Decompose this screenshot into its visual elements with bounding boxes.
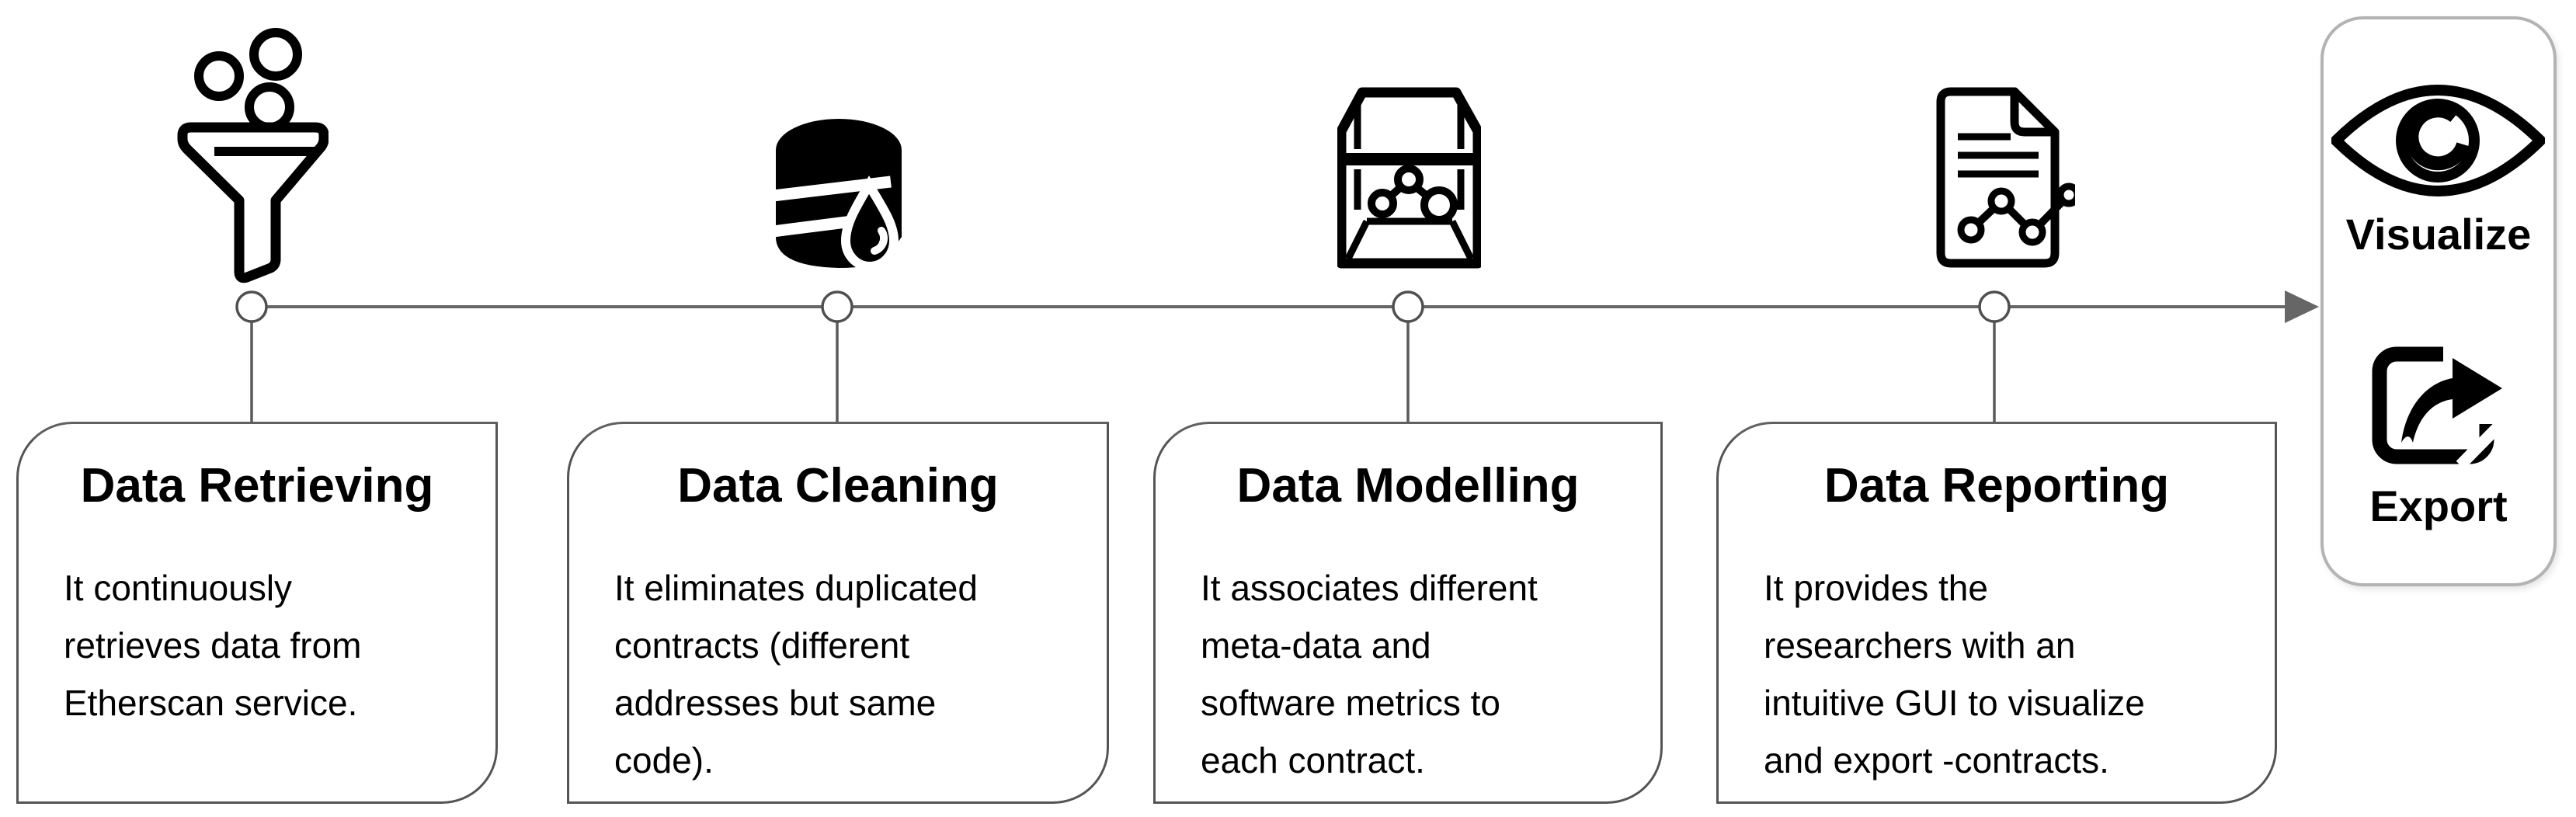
- card-data-cleaning: Data Cleaning It eliminates duplicated c…: [567, 422, 1109, 804]
- card-title: Data Modelling: [1236, 459, 1580, 513]
- card-description: It associates different meta-data and so…: [1201, 568, 1538, 780]
- timeline-node-4: [1978, 290, 2011, 323]
- card-title: Data Reporting: [1823, 459, 2170, 513]
- timeline-node-3: [1392, 290, 1424, 323]
- document-chart-icon: [1936, 87, 2075, 268]
- card-data-retrieving: Data Retrieving It continuously retrieve…: [16, 422, 498, 804]
- timeline-node-1: [235, 290, 268, 323]
- visualize-label: Visualize: [2345, 210, 2532, 259]
- funnel-bubbles-icon: [177, 28, 329, 283]
- eye-icon: [2331, 85, 2545, 196]
- output-panel: Visualize Export: [2320, 16, 2557, 586]
- card-description: It eliminates duplicated contracts (diff…: [614, 568, 978, 780]
- database-droplet-icon: [773, 119, 902, 271]
- card-title: Data Cleaning: [677, 459, 999, 513]
- card-title: Data Retrieving: [80, 459, 434, 513]
- export-label: Export: [2369, 482, 2508, 530]
- arrowhead-icon: [2285, 290, 2319, 323]
- timeline-node-2: [821, 290, 853, 323]
- card-description: It continuously retrieves data from Ethe…: [64, 568, 362, 723]
- cube-network-icon: [1337, 87, 1481, 269]
- card-description: It provides the researchers with an intu…: [1764, 568, 2145, 780]
- card-data-modelling: Data Modelling It associates different m…: [1153, 422, 1663, 804]
- card-data-reporting: Data Reporting It provides the researche…: [1716, 422, 2277, 804]
- export-share-icon: [2372, 339, 2512, 467]
